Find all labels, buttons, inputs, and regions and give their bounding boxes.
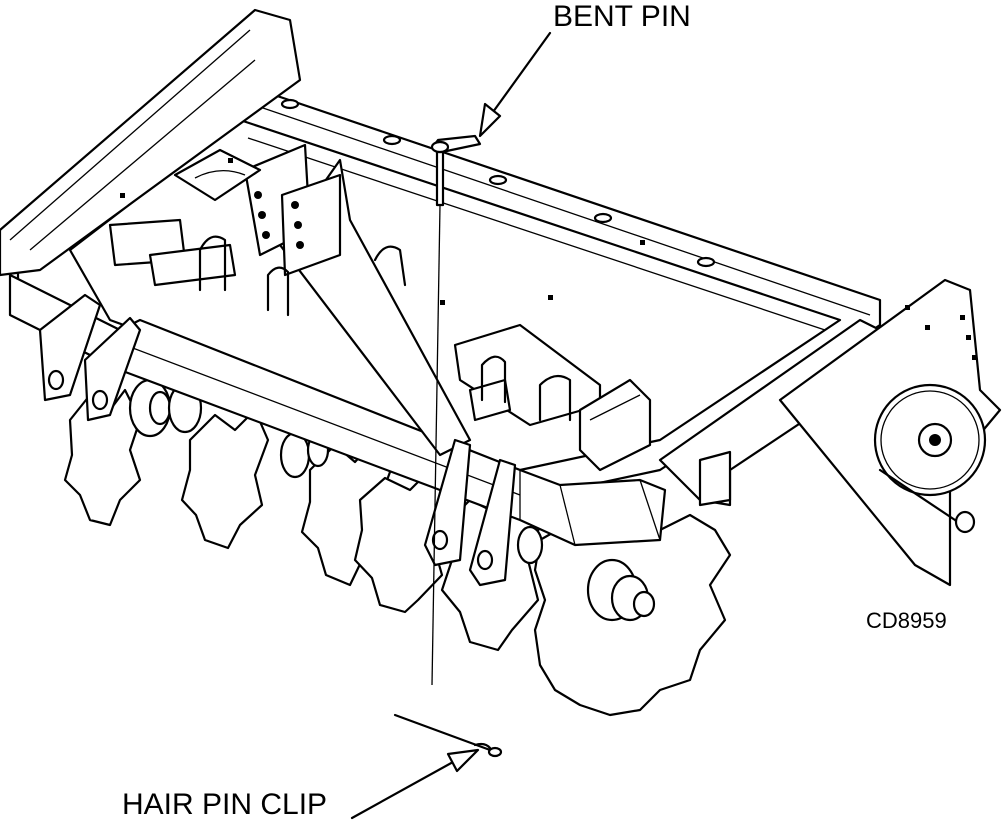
- a-frame-hitch: [173, 143, 472, 457]
- hair-pin-clip: [393, 713, 503, 758]
- frame-holes: [120, 98, 716, 305]
- drive-side: [778, 278, 1002, 587]
- pin-axis-line: [431, 204, 441, 686]
- disc-blade: [353, 468, 447, 614]
- drawing-code: CD8959: [866, 608, 947, 633]
- bent-pin: [430, 134, 482, 207]
- hair-pin-clip-label: HAIR PIN CLIP: [122, 788, 328, 821]
- bent-pin-label: BENT PIN: [553, 0, 691, 33]
- leader-bent-pin: [478, 31, 552, 138]
- gang-tubes: [108, 218, 652, 472]
- leader-hair-pin-clip: [350, 748, 480, 820]
- hanger-arms: [38, 293, 517, 587]
- u-bolts: [198, 235, 572, 422]
- disc-blade: [180, 408, 270, 550]
